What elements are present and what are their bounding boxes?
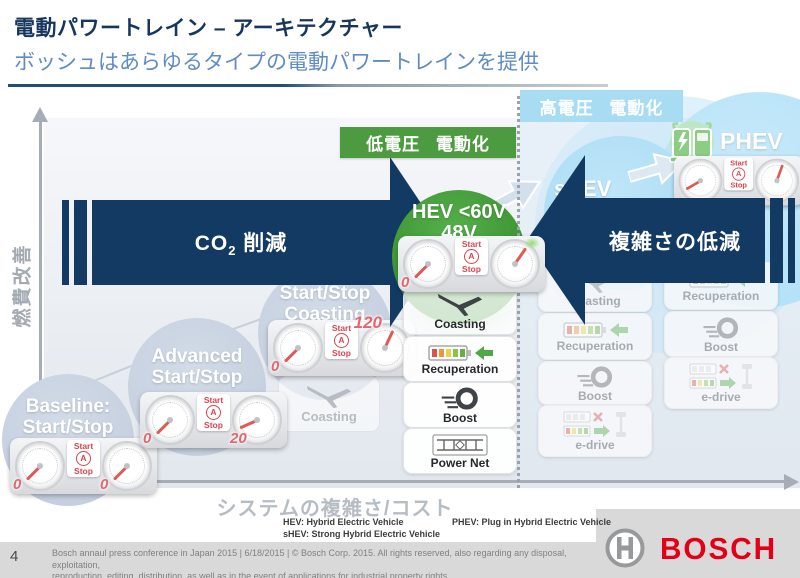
co2-arrow-body: CO2 削減 [92,200,390,285]
slide-title: 電動パワートレイン – アーキテクチャー [14,17,403,40]
tachometer-value: 0 [401,274,410,291]
bubble-baseline-label: Baseline:Start/Stop [22,396,114,438]
circuit-icon [432,434,488,455]
ghost-coasting-box: Coasting [278,376,380,432]
auto-start-stop-icon: A [732,167,746,181]
auto-start-stop-icon: A [334,333,349,348]
co2-arrow-tail-bar [62,200,69,285]
gauge-needle [776,164,784,182]
speedometer-gauge [754,158,799,203]
x-axis-label: システムの複雑さ/コスト [216,498,454,520]
bosch-emblem-icon [605,528,645,568]
complexity-arrow-body: 複雑さの低減 [585,198,765,283]
gauge-needle [112,465,129,481]
shev-boost-box: Boost [538,361,652,405]
phev-label: PHEV [720,128,783,154]
tachometer-value: 0 [271,358,280,375]
auto-start-stop-icon: A [206,405,221,420]
x-axis-line [39,480,786,483]
co2-arrow-label: CO2 削減 [194,231,288,259]
hev-boost-box: Boost [403,382,517,428]
gauge-needle [685,179,702,190]
footer-bar [0,542,800,578]
speedometer-value: 20 [230,430,247,447]
legend-hev: HEV: Hybrid Electric Vehicle [283,517,404,527]
voltage-divider-line [517,96,520,488]
speedometer-gauge: 20 [230,395,282,447]
green-left-arrow-icon [609,323,628,337]
auto-start-stop-icon: A [76,451,91,466]
green-glow [524,237,540,249]
hev-coasting-box: Coasting [403,288,517,335]
tachometer-gauge: 0 [401,239,453,291]
gauge-needle [384,330,395,349]
co2-arrow-tail-bar [74,200,87,285]
wheel-icon [441,387,478,410]
gauge-needle [155,419,172,435]
hev-power-net-box: Power Net [403,428,517,474]
e-drive-icon [563,411,626,437]
y-axis-line [39,122,42,482]
gauge-needle [239,418,258,429]
low-voltage-banner: 低電圧 電動化 [340,127,516,158]
x-axis-arrowhead [784,474,799,490]
page-number: 4 [10,548,19,565]
battery-icon [562,322,606,338]
speedometer-gauge: 0 [100,441,152,493]
battery-icon [427,344,471,361]
start-stop-indicator: Start A Stop [724,157,754,190]
glider-icon [437,293,483,317]
complexity-arrow-tail-bar [770,198,783,283]
complexity-arrow-tail-bar [788,198,795,283]
start-stop-indicator: Start A Stop [67,439,100,477]
gauge-needle [514,247,528,265]
speedometer-value: 120 [353,313,382,332]
tachometer-gauge: 0 [143,395,195,447]
header-divider [8,84,608,87]
start-stop-indicator: Start A Stop [197,393,230,431]
speedometer-value: 0 [100,476,109,493]
tachometer-gauge: 0 [271,323,323,375]
tachometer-gauge: 0 [13,441,65,493]
hev-recuperation-box: Recuperation [403,336,517,382]
complexity-arrow-label: 複雑さの低減 [609,230,741,254]
phev-boost-box: Boost [664,311,778,357]
advanced-gauge-cluster: 0 Start A Stop 20 [140,392,287,448]
phev-e-drive-box: e-drive [664,357,778,409]
auto-start-stop-icon: A [464,249,479,264]
shev-e-drive-box: e-drive [538,405,652,457]
start-stop-indicator: Start A Stop [455,237,488,275]
baseline-gauge-cluster: 0 Start A Stop 0 [10,438,157,494]
y-axis-arrowhead [32,107,48,122]
start-stop-indicator: Start A Stop [325,321,358,359]
tachometer-value: 0 [13,476,22,493]
bosch-logo-text: BOSCH [660,531,778,566]
high-voltage-banner: 高電圧 電動化 [520,90,683,122]
copyright-text: Bosch annaul press conference in Japan 2… [52,548,567,578]
phev-gauge-cluster: Start A Stop [674,156,800,206]
speedometer-gauge [490,237,540,289]
coasting-gauge-cluster: 0 Start A Stop 120 [268,313,415,376]
wheel-icon [703,316,739,339]
y-axis-label: 燃費改善 [12,243,34,328]
slide-subtitle: ボッシュはあらゆるタイプの電動パワートレインを提供 [14,51,539,74]
legend-shev: sHEV: Strong Hybrid Electric Vehicle [283,529,441,539]
e-drive-icon [689,363,752,389]
legend-phev: PHEV: Plug in Hybrid Electric Vehicle [452,517,612,527]
glider-icon [306,385,352,408]
hev-gauge-cluster: 0 Start A Stop [398,236,545,292]
wheel-icon [577,365,613,388]
tachometer-gauge [678,158,723,203]
gauge-needle [413,263,430,279]
gauge-needle [283,347,300,363]
gauge-needle [25,465,42,481]
tachometer-value: 0 [143,430,152,447]
green-left-arrow-icon [474,345,493,360]
